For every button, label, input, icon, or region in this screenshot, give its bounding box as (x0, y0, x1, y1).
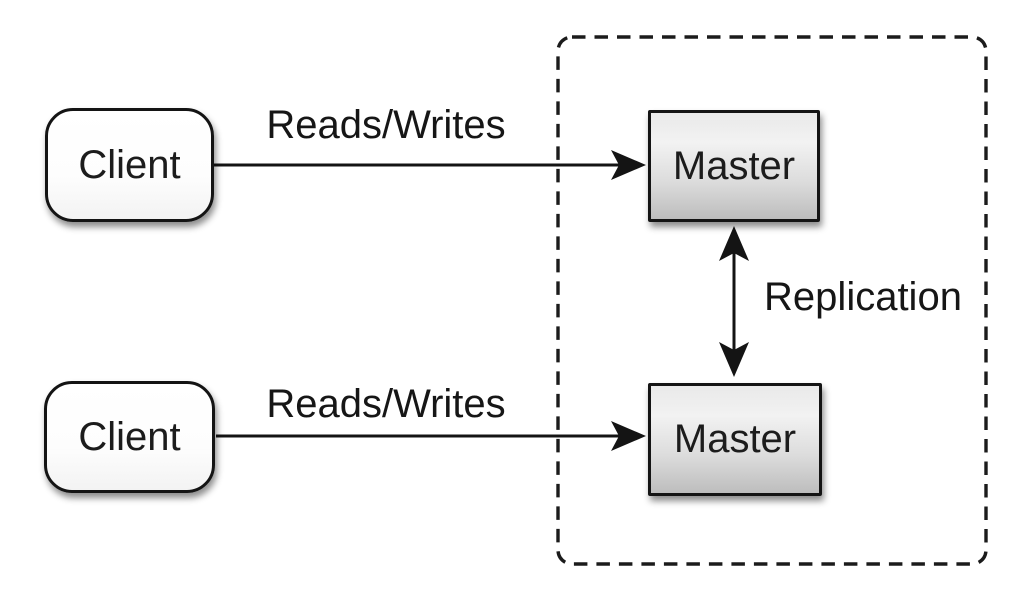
arrowhead-right-icon (611, 150, 646, 180)
replication-label: Replication (764, 275, 962, 319)
reads-writes-label-top: Reads/Writes (266, 103, 506, 147)
client-node-top-label: Client (78, 142, 181, 187)
client-node-bottom-label: Client (78, 414, 181, 459)
reads-writes-label-bottom: Reads/Writes (266, 382, 506, 426)
master-node-top-label: Master (672, 143, 796, 188)
master-node-top: Master (648, 110, 820, 222)
arrowhead-down-icon (719, 342, 749, 377)
reads-writes-arrow-bottom (216, 421, 646, 451)
reads-writes-arrow-top (213, 150, 646, 180)
arrowhead-right-icon (611, 421, 646, 451)
master-node-bottom-label: Master (673, 417, 797, 461)
arrowhead-up-icon (719, 226, 749, 261)
replication-arrow (719, 226, 749, 377)
master-node-bottom: Master (648, 383, 822, 496)
